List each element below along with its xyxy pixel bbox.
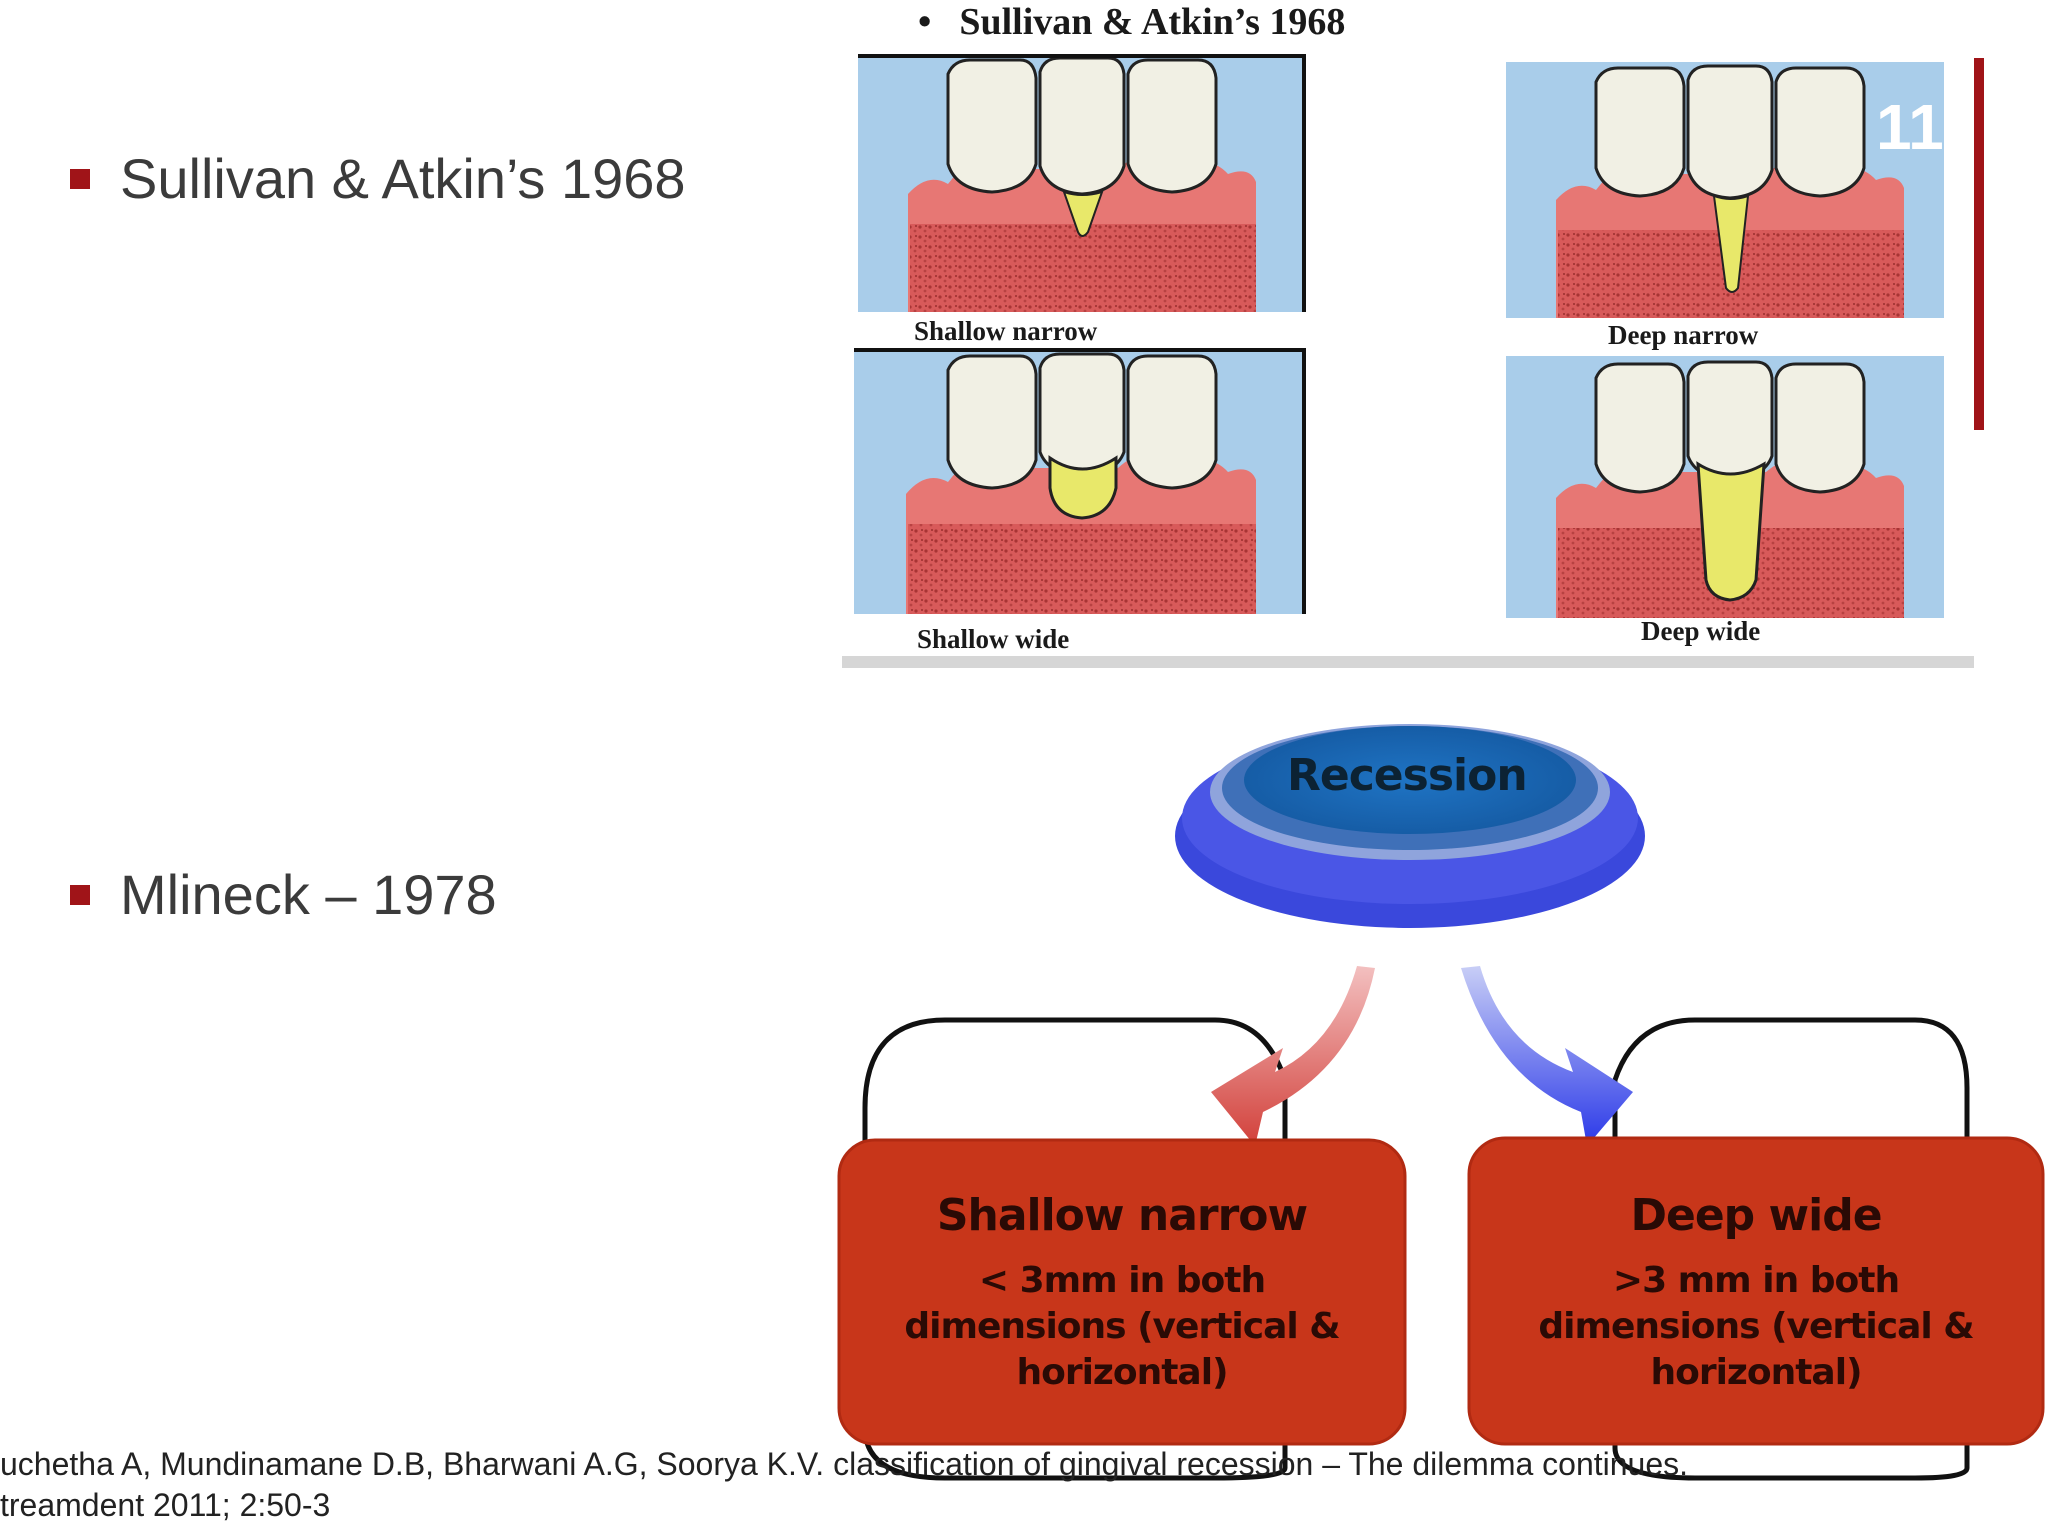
outline-box-right [1612,1017,1970,1481]
panel-shallow-wide [854,348,1306,614]
panel-deep-wide [1506,356,1944,618]
citation-line-2: treamdent 2011; 2:50-3 [0,1487,331,1523]
left-box-text: Shallow narrow < 3mm in both dimensions … [839,1188,1405,1396]
citation: uchetha A, Mundinamane D.B, Bharwani A.G… [0,1444,1688,1526]
figure-title: •Sullivan & Atkin’s 1968 [918,1,1346,43]
bullet-marker [70,168,90,189]
root-node-label: Recession [1287,750,1528,801]
bullet-sullivan: Sullivan & Atkin’s 1968 [70,146,686,211]
left-box-body: < 3mm in both dimensions (vertical & hor… [904,1260,1340,1393]
ellipse-inner [1244,726,1576,834]
citation-line-1: uchetha A, Mundinamane D.B, Bharwani A.G… [0,1446,1689,1482]
panel-deep-narrow [1506,62,1944,318]
panel-shallow-narrow [858,54,1306,312]
recession-diagram: Recession Shallow narrow < 3mm in both d… [835,668,2048,1536]
figure-shadow [842,656,1974,668]
arrow-left [1211,966,1375,1146]
right-box-body: >3 mm in both dimensions (vertical & hor… [1538,1260,1974,1393]
caption-shallow-narrow: Shallow narrow [914,316,1098,346]
caption-deep-narrow: Deep narrow [1608,320,1759,350]
caption-deep-wide: Deep wide [1641,616,1761,646]
box-shallow-narrow [837,1138,1407,1446]
bullet-text: Mlineck – 1978 [120,863,497,926]
bullet-mlineck: Mlineck – 1978 [70,862,497,927]
accent-bar [1974,58,1984,430]
bullet-text: Sullivan & Atkin’s 1968 [120,147,686,210]
left-box-title: Shallow narrow [936,1190,1308,1241]
caption-shallow-wide: Shallow wide [917,624,1070,654]
page-number: 11 [1876,91,1944,163]
right-box-title: Deep wide [1630,1190,1882,1241]
bullet-marker [70,884,90,905]
box-deep-wide [1467,1136,2045,1446]
right-box-text: Deep wide >3 mm in both dimensions (vert… [1469,1188,2043,1396]
arrow-right [1461,966,1633,1146]
